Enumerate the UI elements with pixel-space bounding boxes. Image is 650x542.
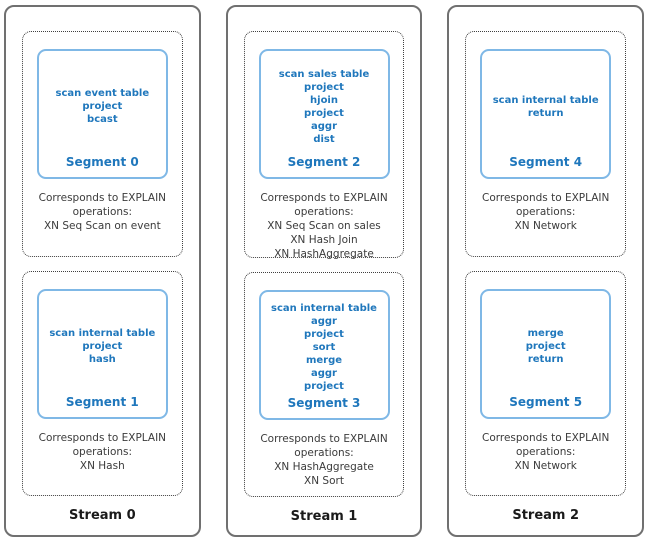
explain-operations: XN Hash	[79, 459, 125, 472]
explain-heading: Corresponds to EXPLAIN operations:	[38, 431, 167, 458]
stream-2: scan internal table return Segment 4 Cor…	[447, 5, 645, 537]
explain-operations: XN Seq Scan on event	[43, 220, 161, 232]
segment-5-box: merge project return Segment 5	[480, 288, 612, 419]
segment-2-box: scan sales table project hjoin project a…	[258, 49, 390, 179]
segment-2-name: Segment 2	[287, 155, 361, 169]
stream-2-label: Stream 2	[512, 508, 580, 523]
stream-1-label: Stream 1	[290, 509, 358, 524]
segment-2-explain: Corresponds to EXPLAIN operations: XN Se…	[260, 191, 387, 261]
explain-heading: Corresponds to EXPLAIN operations:	[260, 192, 388, 218]
segment-1-explain: Corresponds to EXPLAIN operations: XN Ha…	[39, 431, 166, 473]
segment-4-box: scan internal table return Segment 4	[480, 49, 612, 179]
segment-0-explain: Corresponds to EXPLAIN operations: XN Se…	[39, 191, 166, 233]
segment-0-box: scan event table project bcast Segment 0	[36, 49, 168, 179]
segment-4-group: scan internal table return Segment 4 Cor…	[465, 31, 627, 257]
segment-2-operations: scan sales table project hjoin project a…	[278, 68, 370, 145]
segment-5-name: Segment 5	[509, 394, 583, 409]
segment-3-explain: Corresponds to EXPLAIN operations: XN Ha…	[260, 432, 387, 488]
stream-0: scan event table project bcast Segment 0…	[4, 5, 201, 537]
explain-operations: XN Network	[514, 459, 577, 472]
segment-3-name: Segment 3	[287, 396, 361, 410]
segment-0-group: scan event table project bcast Segment 0…	[22, 31, 183, 257]
segment-1-name: Segment 1	[65, 394, 139, 409]
segment-5-explain: Corresponds to EXPLAIN operations: XN Ne…	[482, 431, 609, 473]
segment-5-group: merge project return Segment 5 Correspon…	[465, 270, 627, 496]
explain-heading: Corresponds to EXPLAIN operations:	[260, 433, 388, 459]
segment-4-explain: Corresponds to EXPLAIN operations: XN Ne…	[482, 191, 609, 233]
explain-heading: Corresponds to EXPLAIN operations:	[38, 192, 167, 218]
segment-0-operations: scan event table project bcast	[55, 88, 150, 125]
explain-heading: Corresponds to EXPLAIN operations:	[481, 192, 610, 218]
stream-0-label: Stream 0	[68, 508, 136, 523]
segment-3-operations: scan internal table aggr project sort me…	[271, 303, 377, 392]
explain-heading: Corresponds to EXPLAIN operations:	[481, 431, 610, 458]
explain-operations: XN HashAggregate XN Sort	[274, 461, 374, 487]
segment-0-name: Segment 0	[65, 155, 139, 169]
segment-4-name: Segment 4	[509, 155, 583, 169]
segment-3-group: scan internal table aggr project sort me…	[243, 272, 405, 497]
explain-operations: XN Seq Scan on sales XN Hash Join XN Has…	[267, 220, 381, 260]
segment-1-operations: scan internal table project hash	[49, 327, 156, 365]
segment-4-operations: scan internal table return	[492, 94, 599, 119]
segment-2-group: scan sales table project hjoin project a…	[243, 31, 405, 261]
segment-1-group: scan internal table project hash Segment…	[22, 270, 183, 496]
explain-operations: XN Network	[514, 220, 577, 232]
stream-1: scan sales table project hjoin project a…	[225, 5, 423, 537]
segment-1-box: scan internal table project hash Segment…	[36, 288, 168, 419]
segment-5-operations: merge project return	[525, 327, 566, 365]
segment-3-box: scan internal table aggr project sort me…	[258, 290, 390, 420]
